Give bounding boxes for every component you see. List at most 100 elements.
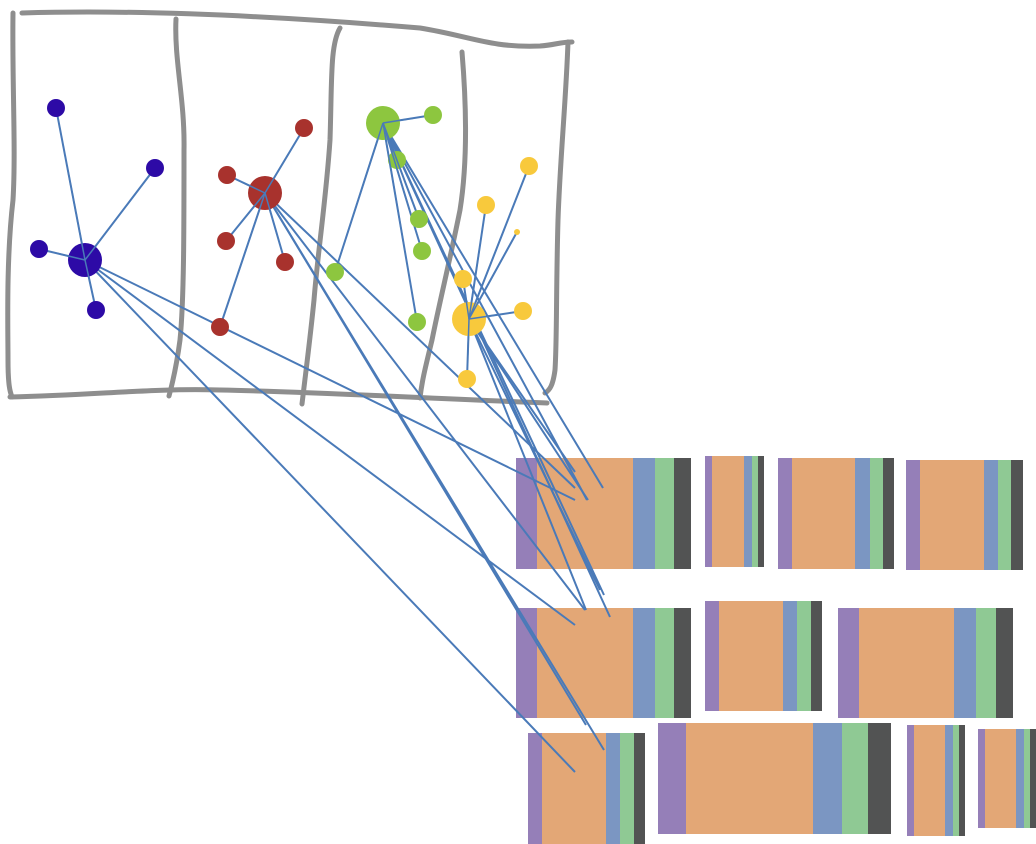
stripe-block	[705, 601, 822, 711]
node-green	[410, 210, 428, 228]
stripe-purple	[528, 733, 542, 844]
stripe-block	[705, 456, 764, 567]
edge-yellow-overlay	[467, 318, 470, 356]
edge-blue-to-block	[84, 259, 576, 626]
stripe-orange	[712, 456, 744, 567]
node-yellow	[458, 370, 476, 388]
stripe-block	[778, 458, 894, 569]
stripe-dark	[1030, 729, 1036, 828]
stripe-blue	[744, 456, 752, 567]
stripe-green	[655, 458, 674, 569]
stripe-purple	[978, 729, 985, 828]
frame-left	[5, 10, 17, 400]
node-blue	[146, 159, 164, 177]
node-yellow	[514, 229, 520, 235]
stripe-blue	[633, 608, 655, 718]
stripe-dark	[883, 458, 894, 569]
stripe-purple	[838, 608, 859, 718]
edge-green-overlay	[382, 122, 405, 243]
node-yellow	[454, 270, 472, 288]
edge-blue-overlay	[57, 252, 86, 261]
frame-bottom	[7, 387, 550, 406]
stripe-blue	[855, 458, 870, 569]
stripe-purple	[705, 601, 719, 711]
edge-yellow-to-block	[468, 318, 601, 591]
stripe-blocks	[516, 456, 1036, 844]
node-yellow	[477, 196, 495, 214]
stripe-orange	[719, 601, 783, 711]
stripe-purple	[907, 725, 914, 836]
edge-yellow-overlay	[464, 294, 470, 320]
edge-blue-overlay	[84, 259, 93, 291]
stripe-purple	[906, 460, 920, 570]
stripe-orange	[859, 608, 954, 718]
edge-green-to-block	[382, 122, 588, 501]
stripe-purple	[778, 458, 792, 569]
stripe-orange	[792, 458, 855, 569]
edge-green-to-block	[382, 122, 604, 489]
edge-red-overlay	[241, 192, 266, 223]
stripe-green	[1024, 729, 1030, 828]
stripe-dark	[996, 608, 1013, 718]
node-blue	[47, 99, 65, 117]
stripe-dark	[811, 601, 822, 711]
edge-yellow-to-block	[468, 318, 589, 501]
node-yellow	[514, 302, 532, 320]
edge-green-to-block	[382, 122, 611, 618]
edge-red-to-block	[264, 192, 586, 611]
stripe-block	[528, 733, 645, 844]
node-red	[211, 318, 229, 336]
edge-red-overlay	[237, 192, 266, 274]
edge-green-overlay	[353, 122, 384, 213]
edge-blue-overlay	[66, 168, 86, 261]
edge-yellow-overlay	[468, 250, 480, 320]
edge-red-to-block	[264, 192, 605, 751]
stripe-blue	[606, 733, 620, 844]
stripe-green	[842, 723, 868, 834]
stripe-dark	[868, 723, 891, 834]
edge-yellow-overlay	[468, 313, 502, 320]
edge-yellow-overlay	[468, 266, 499, 320]
stripe-green	[797, 601, 811, 711]
node-green	[413, 242, 431, 260]
node-green	[326, 263, 344, 281]
stripe-green	[620, 733, 634, 844]
stripe-orange	[537, 458, 633, 569]
stripe-dark	[674, 608, 691, 718]
edge-red-overlay	[241, 181, 266, 194]
stripe-block	[907, 725, 965, 836]
stripe-dark	[1011, 460, 1023, 570]
stripe-blue	[633, 458, 655, 569]
nodes	[30, 99, 538, 388]
node-yellow	[520, 157, 538, 175]
stripe-orange	[537, 608, 633, 718]
stripe-block	[838, 608, 1013, 718]
node-red	[295, 119, 313, 137]
edge-yellow-to-block	[468, 318, 587, 611]
frame-right	[542, 39, 571, 396]
stripe-orange	[914, 725, 945, 836]
hand-drawn-grid-frame	[5, 9, 575, 407]
stripe-green	[953, 725, 959, 836]
node-green	[408, 313, 426, 331]
frame-divider-2	[299, 25, 343, 407]
edge-blue-overlay	[84, 204, 128, 261]
stripe-block	[906, 460, 1023, 570]
edge-red-overlay	[264, 153, 290, 194]
stripe-dark	[758, 456, 764, 567]
node-red	[218, 166, 236, 184]
frame-divider-3	[417, 49, 468, 401]
stripe-purple	[658, 723, 686, 834]
node-green	[424, 106, 442, 124]
stripe-blue	[813, 723, 842, 834]
stripe-block	[658, 723, 891, 834]
frame-divider-1	[166, 16, 187, 399]
stripe-orange	[542, 733, 606, 844]
edge-blue-to-block	[84, 259, 576, 773]
node-red	[217, 232, 235, 250]
stripe-block	[516, 458, 691, 569]
stripe-purple	[516, 458, 537, 569]
stripe-dark	[674, 458, 691, 569]
node-blue	[87, 301, 105, 319]
edge-blue-to-block	[84, 259, 576, 501]
